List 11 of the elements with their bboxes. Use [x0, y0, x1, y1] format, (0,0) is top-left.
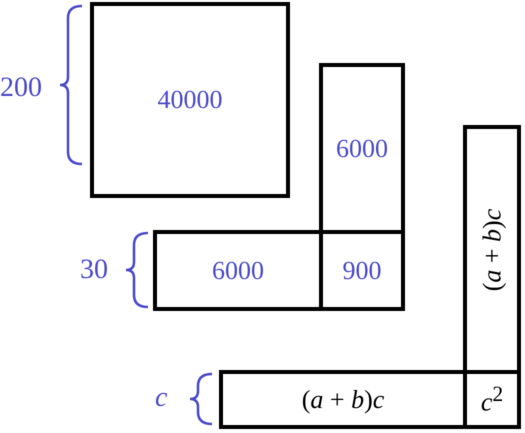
area-value: 40000 — [158, 87, 222, 113]
area-value: 6000 — [212, 258, 264, 284]
dimension-label: c — [155, 384, 168, 412]
area-value: (a + b)c — [479, 208, 505, 291]
area-value: c$^{2}$ — [480, 384, 504, 416]
area-value: 6000 — [336, 136, 388, 162]
dimension-label: 30 — [80, 256, 108, 284]
area-value: (a + b)c — [302, 386, 384, 412]
area-value: 900 — [342, 258, 382, 284]
area-rectangle — [90, 2, 290, 198]
dimension-label: 200 — [0, 74, 42, 102]
